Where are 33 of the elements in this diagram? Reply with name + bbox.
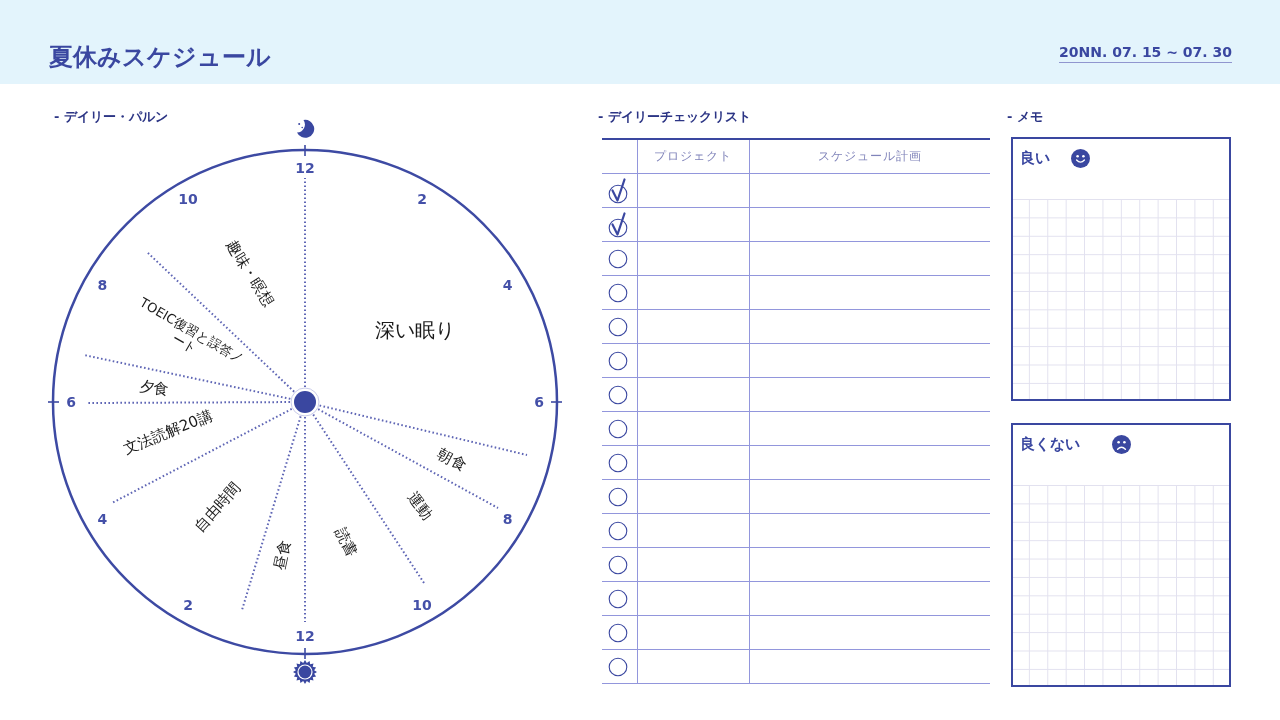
section-heading: - デイリーチェックリスト [598,109,751,125]
activity-label: 昼食 [270,538,294,572]
hour-number: 2 [183,596,193,613]
hour-number: 4 [97,511,108,527]
memo-heading: 良くない [1020,434,1080,454]
column-header: プロジェクト [637,139,749,174]
activity-label: 趣味・瞑想 [222,236,278,310]
activity-label: 運動 [403,488,437,524]
activity-label: 自由時間 [190,478,244,536]
activity-label: 読書 [331,524,361,560]
hour-number: 8 [97,277,108,293]
hour-number: 12 [295,160,315,176]
activity-label: 文法読解20講 [121,406,215,458]
activity-label: 夕食 [138,377,170,399]
section-heading: - デイリー・パルン [54,109,168,125]
memo-panel [1011,137,1231,401]
hour-number: 6 [66,394,76,410]
date-range: 20NN. 07. 15 ~ 07. 30 [1059,44,1232,63]
hour-number: 10 [178,191,198,208]
activity-label: 朝食 [434,445,470,475]
page-title: 夏休みスケジュール [49,42,271,72]
section-heading: - メモ [1007,109,1043,125]
hour-number: 2 [417,191,427,208]
clock-dial [47,144,563,660]
memo-panel [1011,423,1231,687]
hour-number: 6 [534,394,544,410]
activity-label: 深い眠り [375,321,455,339]
hour-number: 10 [412,596,432,613]
memo-heading: 良い [1020,148,1050,168]
hour-number: 8 [502,511,513,527]
column-header: スケジュール計画 [749,139,990,174]
hour-number: 4 [502,277,513,293]
hour-number: 12 [295,628,315,644]
